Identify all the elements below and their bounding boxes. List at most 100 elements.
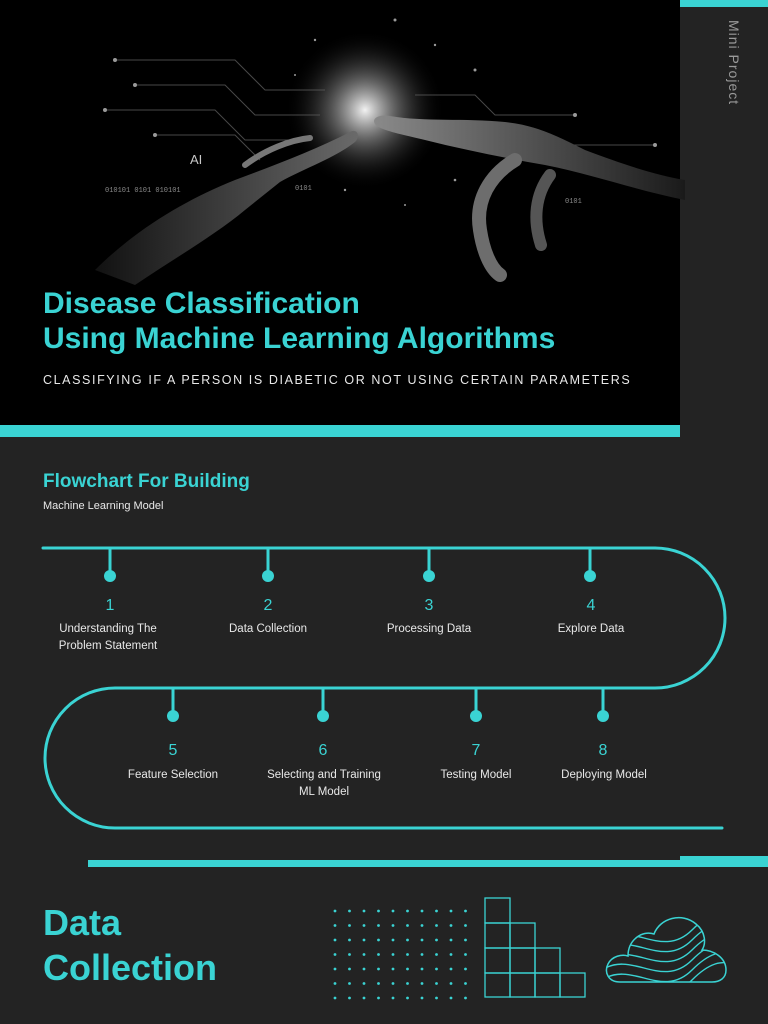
- decor-dot: [348, 953, 351, 956]
- decor-dot: [348, 909, 351, 913]
- step-node-3: [423, 570, 435, 582]
- decor-dot: [377, 924, 380, 927]
- decor-dot: [464, 938, 467, 942]
- step-number-5: 5: [168, 742, 178, 759]
- page-title: Disease Classification Using Machine Lea…: [43, 286, 673, 356]
- flowchart-subtitle: Machine Learning Model: [43, 500, 164, 512]
- decor-dot: [420, 967, 424, 971]
- decor-dot: [333, 924, 337, 927]
- decor-dot: [362, 982, 366, 985]
- accent-bar-bottom-right: [680, 856, 768, 866]
- ai-hands-illustration: AI 010101 0101 010101 0101 0101: [95, 18, 685, 285]
- decor-dot: [391, 924, 395, 927]
- decor-dot: [348, 967, 351, 971]
- step-label-8: Deploying Model: [561, 769, 647, 781]
- step-number-4: 4: [586, 597, 596, 614]
- decor-dot: [420, 996, 424, 1000]
- decor-dot: [362, 967, 366, 971]
- decor-dot: [391, 938, 395, 942]
- decor-dot: [406, 938, 409, 942]
- binary-text: 010101 0101 010101: [105, 187, 181, 195]
- decor-dot: [333, 938, 337, 942]
- step-label-6: Selecting and Training ML Model: [244, 767, 404, 801]
- accent-bar-bottom: [88, 860, 768, 867]
- title-line-2: Using Machine Learning Algorithms: [43, 322, 556, 355]
- decor-dot: [333, 953, 337, 956]
- page-subtitle: CLASSIFYING IF A PERSON IS DIABETIC OR N…: [43, 373, 632, 387]
- section-title-line-1: Data: [43, 902, 122, 943]
- decor-dot: [391, 996, 395, 1000]
- step-node-4: [584, 570, 596, 582]
- step-label-1: Understanding The Problem Statement: [28, 621, 188, 655]
- dot-grid-decoration: [333, 909, 467, 1000]
- decor-dot: [362, 924, 366, 927]
- decor-dot: [420, 924, 424, 927]
- step-node-6: [317, 710, 329, 722]
- decor-dot: [406, 996, 409, 1000]
- title-line-1: Disease Classification: [43, 287, 360, 320]
- decor-dot: [362, 909, 366, 913]
- step-number-7: 7: [471, 742, 481, 759]
- step-node-1: [104, 570, 116, 582]
- decor-dot: [362, 938, 366, 942]
- decor-dot: [435, 953, 438, 956]
- decor-dot: [420, 982, 424, 985]
- decor-dot: [348, 938, 351, 942]
- decor-dot: [391, 909, 395, 913]
- step-node-2: [262, 570, 274, 582]
- decor-dot: [391, 967, 395, 971]
- decor-dot: [449, 982, 453, 985]
- accent-bar-top: [680, 0, 768, 7]
- decor-dot: [435, 924, 438, 927]
- decor-dot: [391, 982, 395, 985]
- staircase-grid-decoration: [484, 897, 586, 998]
- step-node-7: [470, 710, 482, 722]
- decor-dot: [333, 909, 337, 913]
- decor-dot: [435, 909, 438, 913]
- decor-dot: [333, 982, 337, 985]
- decor-dot: [420, 938, 424, 942]
- decor-dot: [362, 953, 366, 956]
- decor-dot: [406, 953, 409, 956]
- decor-dot: [420, 953, 424, 956]
- step-node-5: [167, 710, 179, 722]
- step-label-3: Processing Data: [386, 623, 472, 635]
- decor-dot: [406, 982, 409, 985]
- step-label-line: Problem Statement: [58, 640, 158, 652]
- step-node-8: [597, 710, 609, 722]
- accent-bar-divider: [0, 425, 680, 437]
- side-label: Mini Project: [726, 20, 742, 106]
- decor-dot: [449, 996, 453, 1000]
- section-title: Data Collection: [43, 900, 217, 990]
- step-label-5: Feature Selection: [127, 769, 219, 781]
- decor-dot: [377, 982, 380, 985]
- decor-dot: [449, 924, 453, 927]
- decor-dot: [435, 996, 438, 1000]
- decor-dot: [333, 996, 337, 1000]
- decor-dot: [406, 909, 409, 913]
- decor-dot: [406, 924, 409, 927]
- decor-dot: [348, 996, 351, 1000]
- decor-dot: [464, 924, 467, 927]
- ai-label: AI: [190, 152, 202, 167]
- decor-dot: [464, 982, 467, 985]
- flowchart-path: [41, 546, 727, 830]
- step-label-2: Data Collection: [229, 623, 307, 635]
- decor-dot: [449, 909, 453, 913]
- decor-dot: [435, 938, 438, 942]
- step-number-8: 8: [598, 742, 608, 759]
- decor-dot: [377, 909, 380, 913]
- decor-dot: [377, 967, 380, 971]
- step-label-4: Explore Data: [557, 623, 625, 635]
- decor-dot: [449, 967, 453, 971]
- decor-dot: [449, 953, 453, 956]
- decor-dot: [449, 938, 453, 942]
- decor-dot: [435, 967, 438, 971]
- decor-dot: [377, 953, 380, 956]
- decor-dot: [406, 967, 409, 971]
- step-number-6: 6: [318, 742, 328, 759]
- step-label-7: Testing Model: [440, 769, 512, 781]
- flowchart-title: Flowchart For Building: [43, 471, 250, 492]
- cloud-icon: [605, 916, 727, 983]
- decor-dot: [362, 996, 366, 1000]
